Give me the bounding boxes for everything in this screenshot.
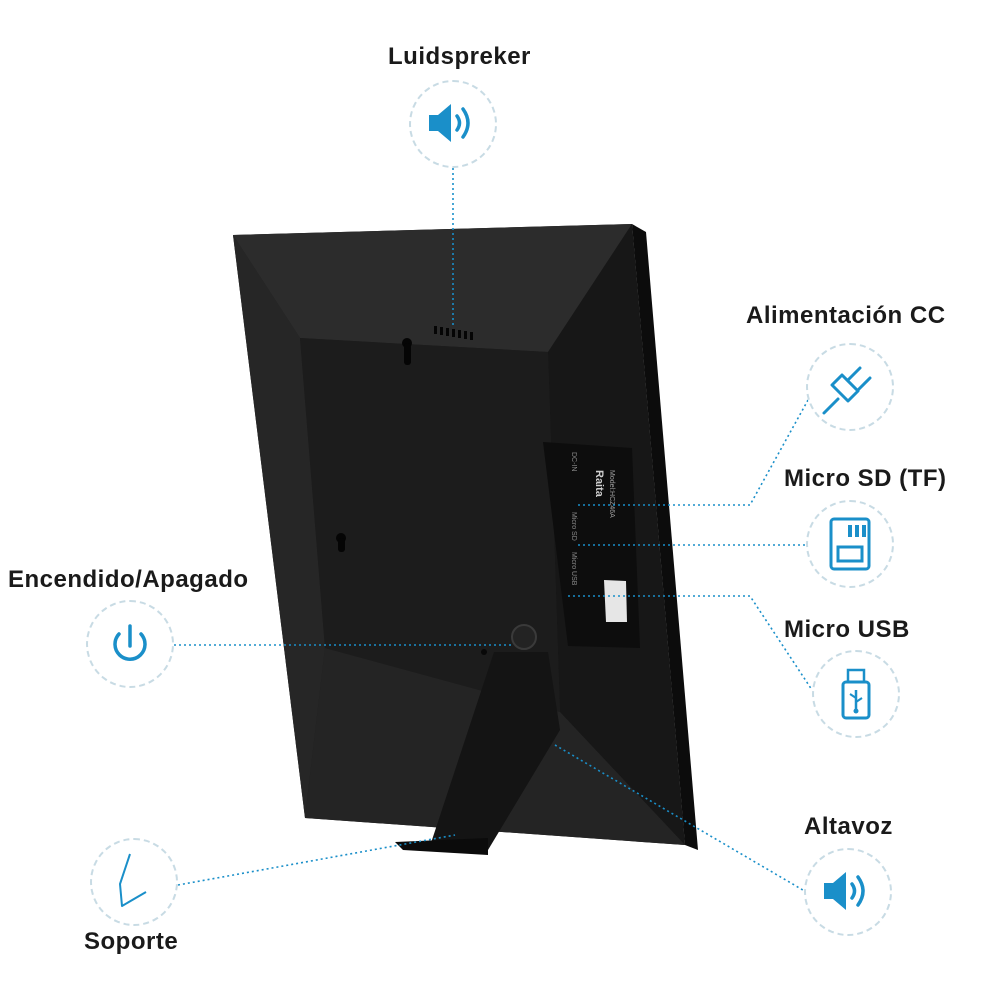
line-dc-power <box>578 399 809 506</box>
stand-icon <box>90 838 178 926</box>
reset-hole <box>481 649 487 655</box>
label-micro-sd: Micro SD (TF) <box>784 465 947 492</box>
keyhole-left-slot <box>338 538 345 552</box>
frame-bevel-top <box>233 224 632 352</box>
label-micro-usb: Micro USB <box>784 616 910 643</box>
frame-center-plate <box>300 338 560 712</box>
label-stand: Soporte <box>84 928 179 955</box>
line-speaker-bottom <box>554 744 809 894</box>
sd-card-icon <box>806 500 894 588</box>
sticker-text: Raita Model:HCZ46A <box>593 470 615 518</box>
frame-bevel-left <box>233 235 325 818</box>
power-icon <box>86 600 174 688</box>
port-label-usb: Micro USB <box>570 552 577 586</box>
keyhole-top-slot <box>404 343 411 365</box>
frame-side-edge <box>632 224 698 850</box>
stand-leg <box>430 652 560 850</box>
stand-foot <box>395 838 488 855</box>
speaker-top-icon <box>409 80 497 168</box>
port-label-dc: DC-IN <box>570 452 577 471</box>
usb-icon <box>812 650 900 738</box>
label-speaker-bottom: Altavoz <box>804 813 893 840</box>
speaker-bottom-icon <box>804 848 892 936</box>
line-stand <box>177 834 456 886</box>
power-button <box>511 624 537 650</box>
sticker-model: Model:HCZ46A <box>608 470 615 518</box>
line-micro-usb <box>568 595 813 691</box>
port-labels: DC-IN Micro SD Micro USB <box>570 452 577 586</box>
power-plug-icon <box>806 343 894 431</box>
label-power-switch: Encendido/Apagado <box>8 566 249 593</box>
port-label-sd: Micro SD <box>570 512 577 541</box>
speaker-grille <box>434 326 473 340</box>
barcode-sticker <box>604 580 627 622</box>
label-dc-power: Alimentación CC <box>746 302 946 329</box>
label-speaker-top: Luidspreker <box>388 43 531 70</box>
sticker-brand: Raita <box>593 470 605 498</box>
